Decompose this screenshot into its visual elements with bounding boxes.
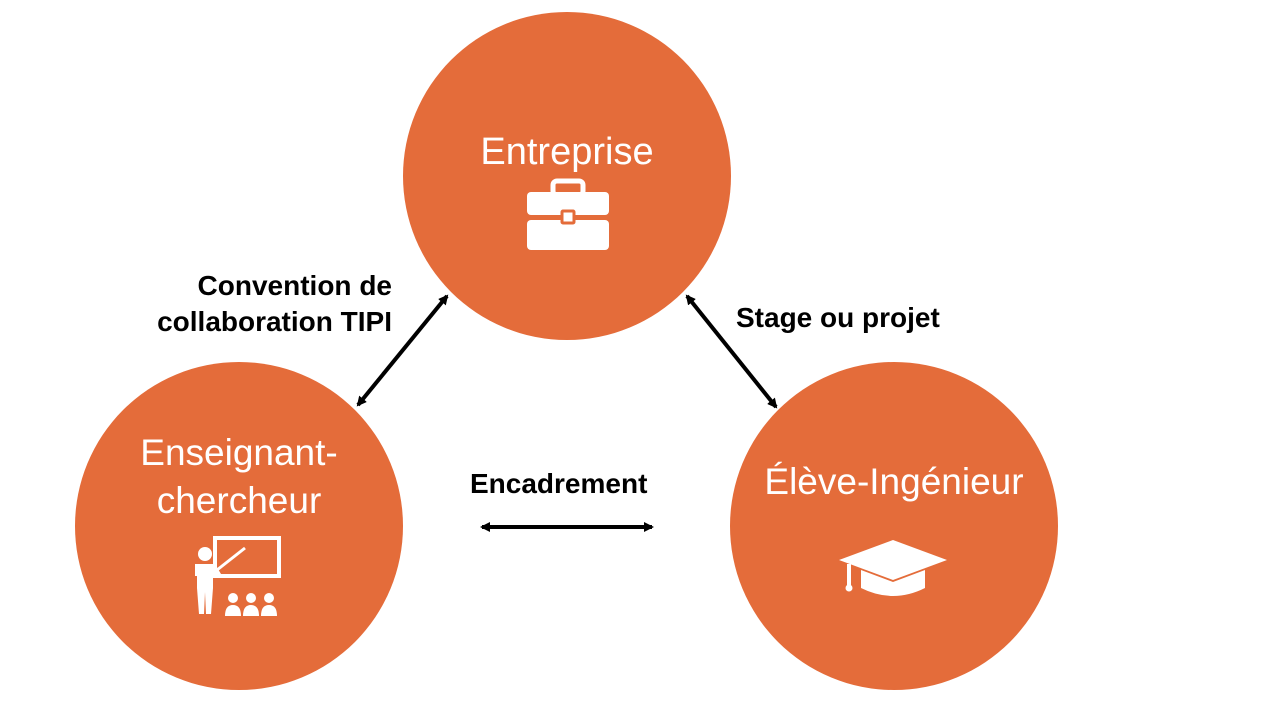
node-enseignant-label: Enseignant- chercheur xyxy=(75,429,403,525)
node-eleve-ingenieur: Élève-Ingénieur xyxy=(730,362,1058,690)
arrow-stage xyxy=(685,294,778,409)
link-label-convention-line1: Convention de xyxy=(197,270,392,301)
briefcase-icon xyxy=(527,178,609,250)
teacher-classroom-icon xyxy=(195,536,281,616)
node-eleve-label: Élève-Ingénieur xyxy=(764,461,1024,502)
link-label-convention: Convention de collaboration TIPI xyxy=(120,268,392,340)
node-enseignant-label-line2: chercheur xyxy=(156,480,322,521)
link-label-encadrement: Encadrement xyxy=(470,468,648,499)
node-enseignant-label-line1: Enseignant- xyxy=(140,432,338,473)
node-entreprise: Entreprise xyxy=(403,12,731,340)
node-entreprise-label: Entreprise xyxy=(480,131,654,173)
graduation-cap-icon xyxy=(839,540,947,596)
link-label-convention-line2: collaboration TIPI xyxy=(157,306,392,337)
arrow-convention xyxy=(356,294,449,407)
link-label-stage: Stage ou projet xyxy=(736,302,940,333)
node-enseignant-chercheur: Enseignant- chercheur xyxy=(75,362,403,690)
